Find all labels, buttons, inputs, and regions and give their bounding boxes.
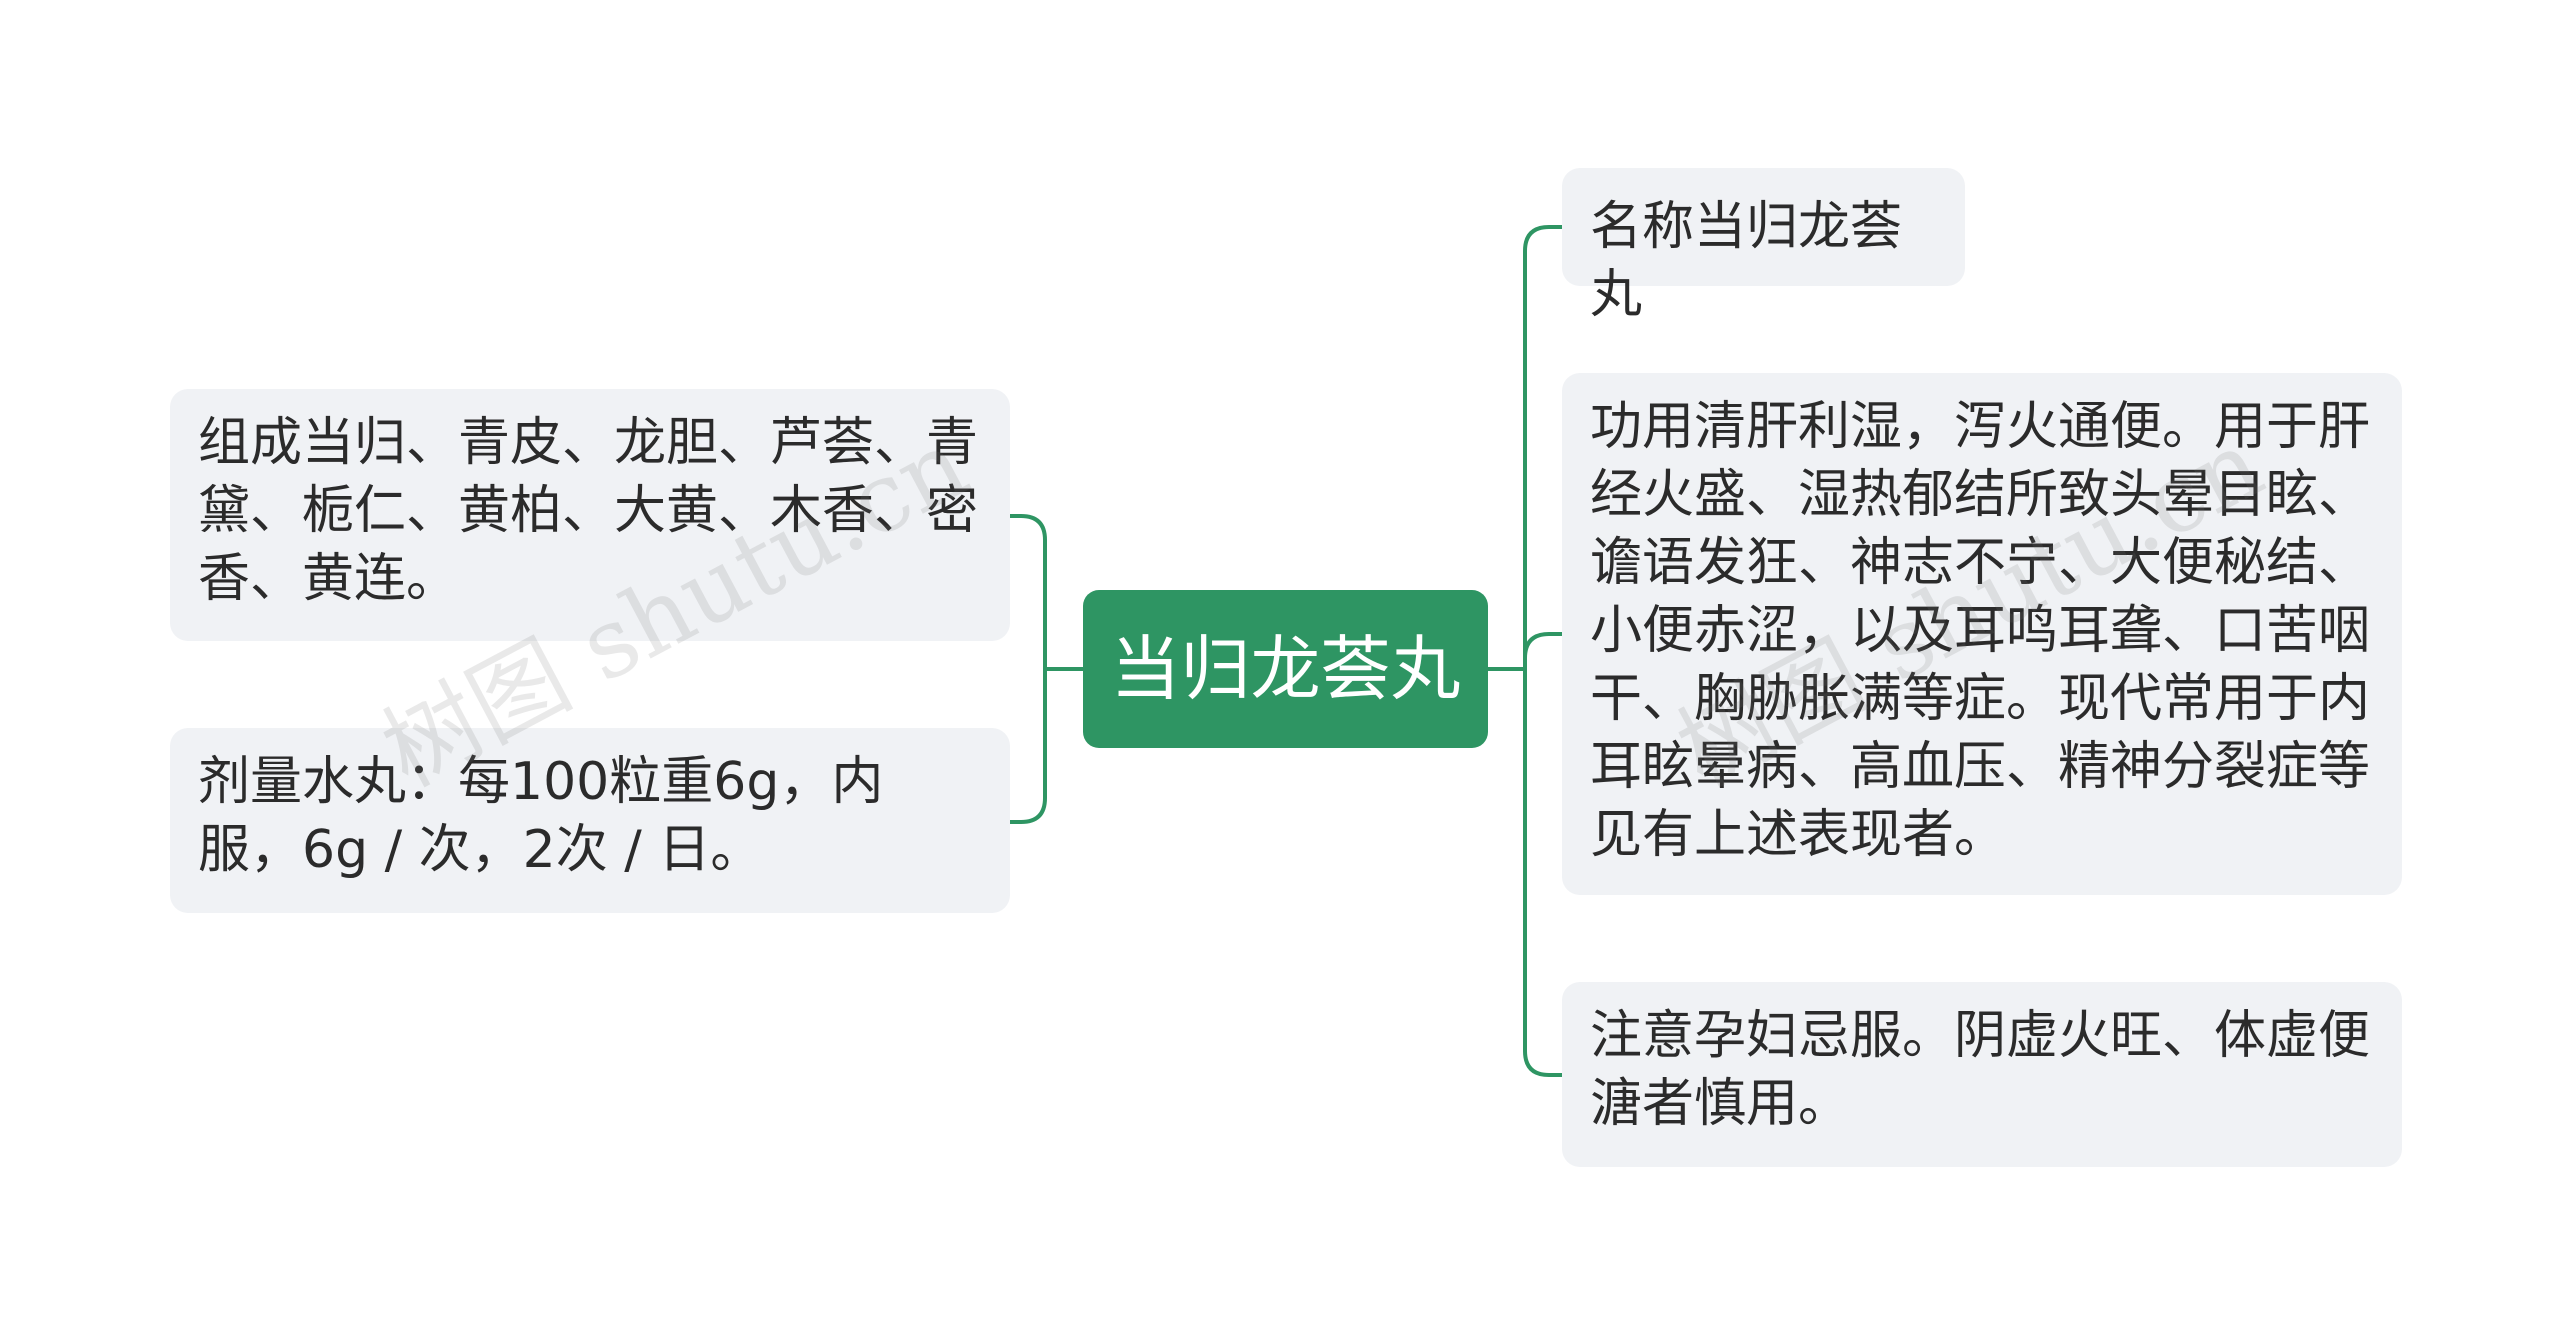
connector-right-function: [1523, 632, 1562, 669]
connector-right-caution: [1523, 669, 1562, 1077]
node-function[interactable]: 功用清肝利湿，泻火通便。用于肝经火盛、湿热郁结所致头晕目眩、谵语发狂、神志不宁、…: [1562, 373, 2402, 895]
connector-left-composition: [1010, 514, 1047, 669]
node-caution[interactable]: 注意孕妇忌服。阴虚火旺、体虚便溏者慎用。: [1562, 982, 2402, 1167]
node-composition[interactable]: 组成当归、青皮、龙胆、芦荟、青黛、栀仁、黄柏、大黄、木香、密香、黄连。: [170, 389, 1010, 641]
connector-right-name: [1523, 225, 1562, 669]
root-node[interactable]: 当归龙荟丸: [1083, 590, 1488, 748]
node-dosage[interactable]: 剂量水丸：每100粒重6g，内服，6g / 次，2次 / 日。: [170, 728, 1010, 913]
node-name[interactable]: 名称当归龙荟丸: [1562, 168, 1965, 325]
connector-left-dosage: [1010, 669, 1047, 824]
